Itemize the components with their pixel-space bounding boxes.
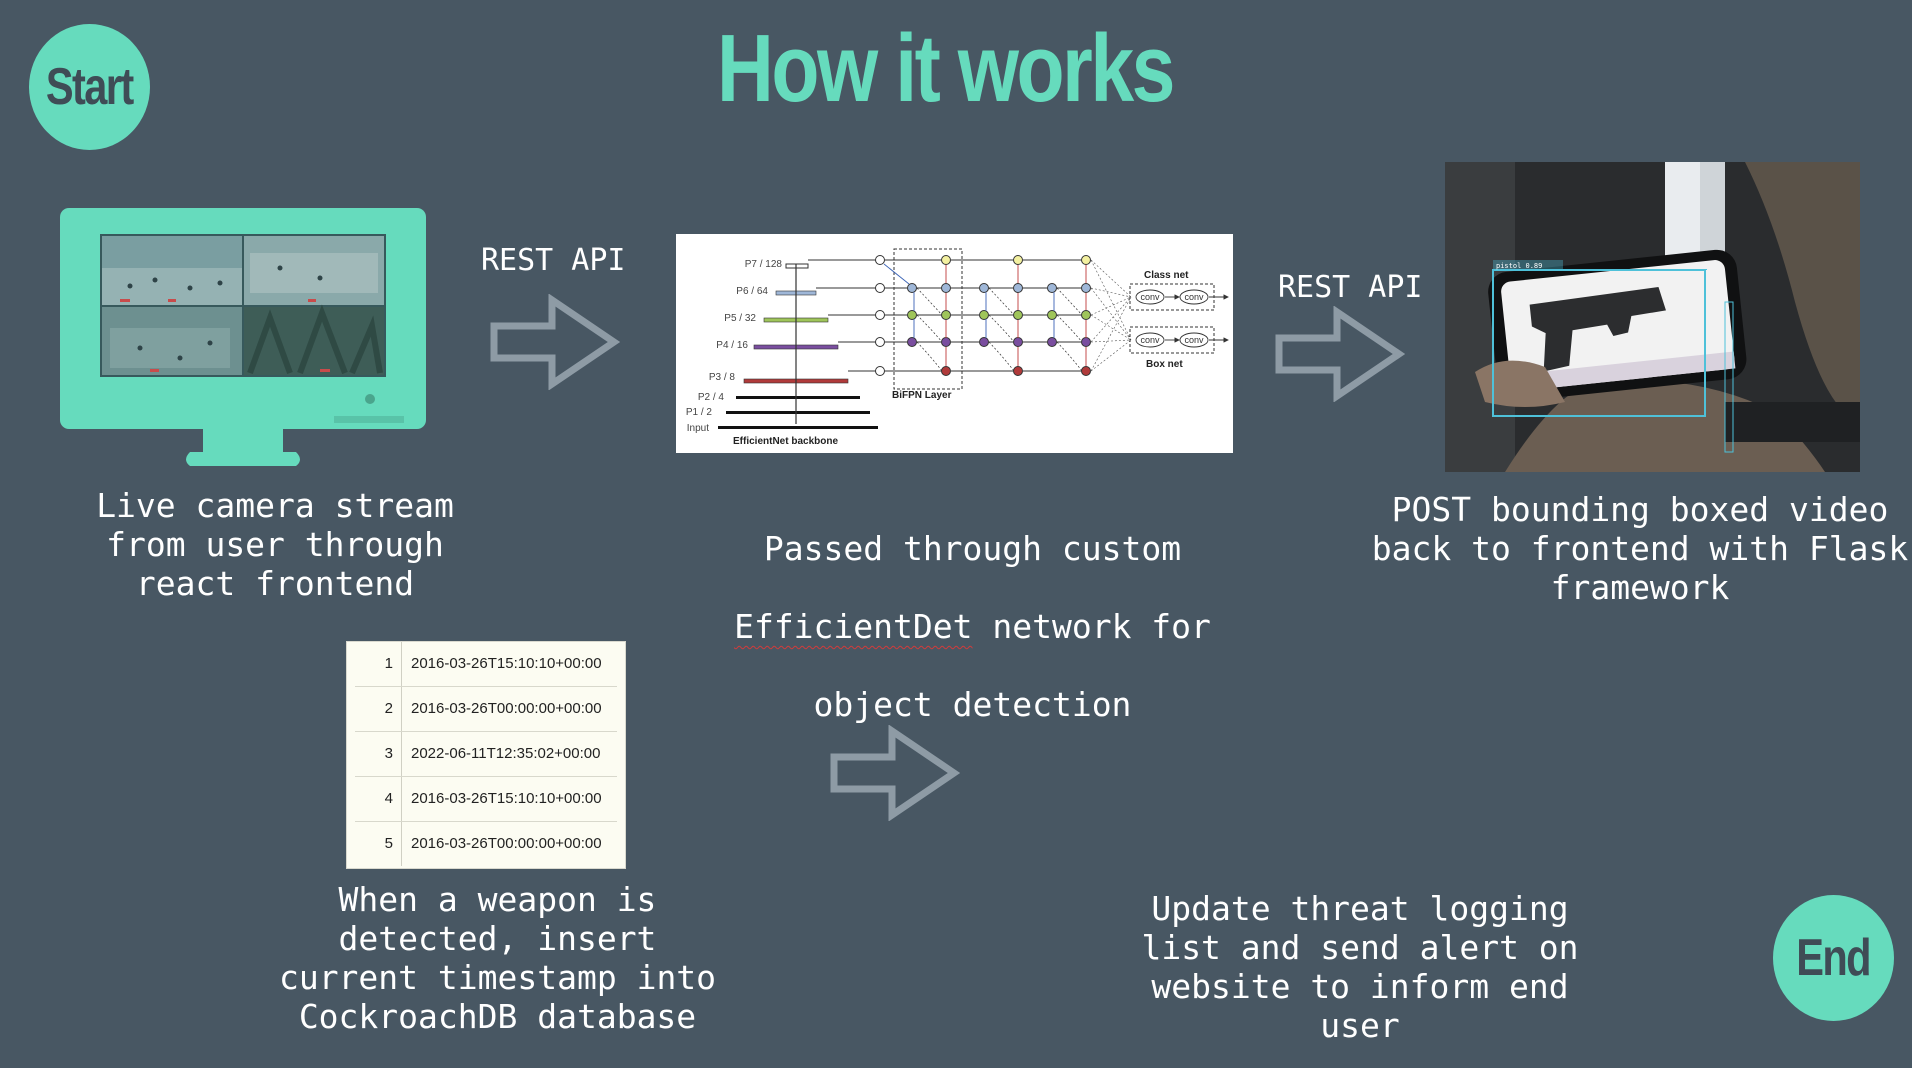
row-timestamp: 2016-03-26T15:10:10+00:00 <box>411 790 602 807</box>
table-row: 4 2016-03-26T15:10:10+00:00 <box>355 777 617 822</box>
start-label: Start <box>46 58 134 116</box>
video-caption: POST bounding boxed video back to fronte… <box>1371 490 1909 607</box>
rest-api-label: REST API <box>481 243 626 278</box>
level-label: P5 / 32 <box>724 313 756 324</box>
table-row: 5 2016-03-26T00:00:00+00:00 <box>355 822 617 866</box>
conv-label: conv <box>1140 335 1160 345</box>
efficientdet-diagram: conv conv conv conv Class net Box net Bi… <box>676 234 1233 453</box>
row-index: 1 <box>384 655 393 672</box>
row-timestamp: 2022-06-11T12:35:02+00:00 <box>411 745 601 762</box>
arrow-right-icon <box>1275 306 1405 402</box>
network-caption-line: object detection <box>813 685 1132 724</box>
start-badge: Start <box>29 24 150 150</box>
end-label: End <box>1796 929 1872 987</box>
detection-video-frame: pistol 0.89 <box>1445 162 1860 472</box>
timestamp-table: 1 2016-03-26T15:10:10+00:00 2 2016-03-26… <box>346 641 626 869</box>
row-index: 2 <box>384 700 393 717</box>
row-timestamp: 2016-03-26T15:10:10+00:00 <box>411 655 602 672</box>
network-caption-rest: network for <box>972 607 1211 646</box>
table-row: 1 2016-03-26T15:10:10+00:00 <box>355 642 617 687</box>
monitor-icon <box>60 208 426 466</box>
network-diagram-svg: conv conv conv conv Class net Box net Bi… <box>686 248 1229 447</box>
row-index: 5 <box>384 835 393 852</box>
level-label: P4 / 16 <box>716 340 748 351</box>
conv-label: conv <box>1184 335 1204 345</box>
efficientdet-word: EfficientDet <box>734 607 973 646</box>
detection-label: pistol 0.89 <box>1496 262 1542 270</box>
network-caption-line: Passed through custom <box>763 529 1182 568</box>
network-caption: Passed through custom EfficientDet netwo… <box>700 490 1245 763</box>
arrow-right-icon <box>490 294 620 390</box>
row-timestamp: 2016-03-26T00:00:00+00:00 <box>411 835 602 852</box>
database-caption: When a weapon is detected, insert curren… <box>278 880 717 1036</box>
box-net-label: Box net <box>1146 359 1183 370</box>
row-index: 3 <box>384 745 393 762</box>
backbone-label: EfficientNet backbone <box>733 436 838 447</box>
page-title: How it works <box>717 15 1175 122</box>
level-label: P3 / 8 <box>709 372 736 383</box>
level-label: Input <box>687 423 709 434</box>
alert-caption: Update threat logging list and send aler… <box>1141 889 1579 1045</box>
level-label: P7 / 128 <box>745 259 783 270</box>
class-net-label: Class net <box>1144 270 1189 281</box>
end-badge: End <box>1773 895 1894 1021</box>
row-timestamp: 2016-03-26T00:00:00+00:00 <box>411 700 602 717</box>
table-row: 3 2022-06-11T12:35:02+00:00 <box>355 732 617 777</box>
video-frame-svg: pistol 0.89 <box>1445 162 1860 472</box>
level-label: P1 / 2 <box>686 407 713 418</box>
conv-label: conv <box>1184 292 1204 302</box>
rest-api-label: REST API <box>1278 270 1423 305</box>
level-label: P2 / 4 <box>698 392 725 403</box>
bifpn-label: BiFPN Layer <box>892 390 952 401</box>
camera-caption: Live camera stream from user through rea… <box>96 486 454 603</box>
network-caption-line: EfficientDet network for <box>700 607 1245 646</box>
conv-label: conv <box>1140 292 1160 302</box>
camera-feed-grid <box>100 234 386 377</box>
arrow-right-icon <box>830 725 960 821</box>
level-label: P6 / 64 <box>736 286 768 297</box>
row-index: 4 <box>384 790 393 807</box>
table-row: 2 2016-03-26T00:00:00+00:00 <box>355 687 617 732</box>
